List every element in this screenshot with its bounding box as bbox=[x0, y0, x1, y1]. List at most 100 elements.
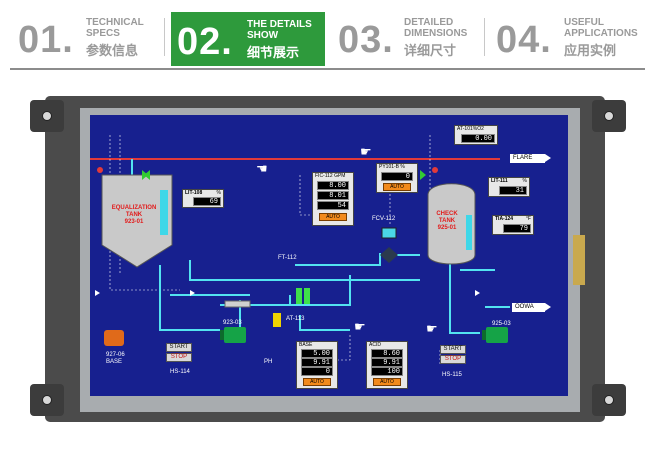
fic112-setpoint: 8.00 bbox=[317, 181, 349, 190]
tank-name-line2: TANK bbox=[438, 218, 456, 224]
hs114-start-button[interactable]: START bbox=[166, 343, 192, 352]
at113-element bbox=[273, 313, 281, 327]
base-panel: BASE 5.00 9.91 0 AUTO bbox=[296, 341, 338, 389]
tab-divider bbox=[164, 18, 165, 56]
acid-setpoint: 8.60 bbox=[371, 349, 403, 358]
fic112-panel: FIC-112 GPM 8.00 8.01 54 AUTO bbox=[312, 172, 354, 226]
process-pipes bbox=[131, 159, 510, 334]
base-auto-button[interactable]: AUTO bbox=[303, 378, 331, 386]
at113-label: AT-113 bbox=[286, 316, 305, 322]
mounting-bracket-bottom-left bbox=[30, 384, 64, 416]
tia124-panel: °F TIA-124 79 bbox=[492, 215, 534, 235]
pump-923-03-motor[interactable] bbox=[220, 327, 246, 343]
tag: LIT-108 bbox=[185, 190, 203, 196]
tag: TIA-124 bbox=[495, 216, 514, 222]
scada-screen: EQUALIZATION TANK 923-01 CHECK TANK 925-… bbox=[90, 115, 568, 396]
base-pump-id: 927-06 bbox=[106, 352, 125, 358]
pump-925-03-label: 925-03 bbox=[492, 321, 511, 327]
tab-number: 01. bbox=[18, 19, 74, 61]
base-pump-motor[interactable] bbox=[104, 330, 124, 346]
base-setpoint: 5.00 bbox=[301, 349, 333, 358]
screw-hole bbox=[604, 395, 614, 405]
hs115-stop-button[interactable]: STOP bbox=[440, 355, 466, 364]
py101b-value: 0 bbox=[381, 172, 413, 181]
hs115-label: HS-115 bbox=[442, 372, 462, 378]
hs114-stop-button[interactable]: STOP bbox=[166, 353, 192, 362]
tab-title-line1: DETAILED bbox=[404, 17, 454, 28]
unit: °F bbox=[525, 216, 531, 222]
screw-hole bbox=[42, 395, 52, 405]
base-output: 0 bbox=[301, 367, 333, 376]
flare-outlet-flag: FLARE bbox=[510, 154, 551, 163]
mounting-bracket-top-left bbox=[30, 100, 64, 132]
hs114-label: HS-114 bbox=[170, 369, 190, 375]
unit: % bbox=[522, 178, 527, 184]
lit111-panel: % LIT-111 31 bbox=[488, 177, 530, 197]
tab-title-line1: THE DETAILS bbox=[247, 19, 312, 30]
tab-title-line2: SHOW bbox=[247, 30, 279, 41]
small-valves bbox=[95, 290, 480, 296]
tab-divider bbox=[484, 18, 485, 56]
oowa-outlet-flag: OOWA bbox=[512, 303, 551, 312]
red-valves bbox=[97, 167, 438, 173]
side-connector bbox=[573, 235, 585, 285]
tab-number: 02. bbox=[177, 21, 233, 63]
tab-title-en: TECHNICAL SPECS bbox=[86, 17, 144, 39]
tab-number: 04. bbox=[496, 19, 552, 61]
ph-label: PH bbox=[264, 359, 273, 365]
tag: LIT-111 bbox=[491, 178, 508, 184]
acid-output: 100 bbox=[371, 367, 403, 376]
tab-title-line1: USEFUL bbox=[564, 17, 604, 28]
tab-details-show[interactable]: 02. THE DETAILS SHOW 细节展示 bbox=[171, 12, 325, 66]
tab-title-en: USEFUL APPLICATIONS bbox=[564, 17, 638, 39]
mounting-bracket-bottom-right bbox=[592, 384, 626, 416]
panel-header: % LIT-111 bbox=[489, 178, 529, 185]
tab-useful-applications[interactable]: 04. USEFUL APPLICATIONS 应用实例 bbox=[496, 10, 646, 66]
tab-title-cn: 参数信息 bbox=[86, 43, 139, 58]
acid-auto-button[interactable]: AUTO bbox=[373, 378, 401, 386]
acid-process-value: 9.91 bbox=[371, 358, 403, 367]
base-process-value: 9.91 bbox=[301, 358, 333, 367]
py101b-auto-button[interactable]: AUTO bbox=[383, 183, 411, 191]
py101b-panel: PY101-B % 0 AUTO bbox=[376, 163, 418, 193]
pipe-diagram bbox=[90, 135, 510, 365]
lit108-value: 69 bbox=[193, 197, 221, 206]
fic112-auto-button[interactable]: AUTO bbox=[319, 213, 347, 221]
panel-header: %LIT-108 bbox=[183, 190, 223, 197]
tia124-value: 79 bbox=[503, 224, 531, 233]
tank-name-line1: CHECK bbox=[436, 211, 458, 217]
equalization-tank-label: EQUALIZATION TANK 923-01 bbox=[104, 205, 164, 226]
hs115-start-button[interactable]: START bbox=[440, 345, 466, 354]
tab-title-cn: 详细尺寸 bbox=[404, 43, 457, 58]
hand-pointer-icon: ☛ bbox=[360, 144, 372, 159]
fic112-process-value: 8.01 bbox=[317, 191, 349, 200]
pump-923-03-label: 923-03 bbox=[223, 320, 242, 326]
tab-title-line1: TECHNICAL bbox=[86, 17, 144, 28]
tank-name-line2: TANK bbox=[125, 212, 143, 218]
tank-name-line1: EQUALIZATION bbox=[111, 205, 157, 211]
panel-header: °F TIA-124 bbox=[493, 216, 533, 223]
tab-technical-specs[interactable]: 01. TECHNICAL SPECS 参数信息 bbox=[18, 10, 158, 66]
tab-title-line2: APPLICATIONS bbox=[564, 28, 638, 39]
check-tank-shape bbox=[427, 183, 476, 265]
screw-hole bbox=[42, 111, 52, 121]
panel-header: ACID bbox=[369, 342, 381, 348]
tab-title-en: DETAILED DIMENSIONS bbox=[404, 17, 467, 39]
pump-925-03-motor[interactable] bbox=[482, 327, 508, 343]
tab-title-en: THE DETAILS SHOW bbox=[247, 19, 312, 41]
hand-pointer-icon: ☛ bbox=[354, 319, 366, 334]
lit111-value: 31 bbox=[499, 186, 527, 195]
base-pump-name: BASE bbox=[106, 359, 123, 365]
panel-header: PY101-B % bbox=[379, 164, 405, 170]
ft112-label: FT-112 bbox=[278, 255, 297, 261]
mounting-bracket-top-right bbox=[592, 100, 626, 132]
tank-id: 925-01 bbox=[437, 225, 457, 231]
at101-panel: AT-101%O2 0.00 bbox=[454, 125, 498, 145]
hand-pointer-icon: ☚ bbox=[256, 161, 268, 176]
at101-value: 0.00 bbox=[461, 134, 495, 143]
panel-header: BASE bbox=[299, 342, 313, 348]
tab-title-cn: 细节展示 bbox=[247, 45, 300, 60]
heater bbox=[224, 300, 251, 308]
tab-detailed-dimensions[interactable]: 03. DETAILED DIMENSIONS 详细尺寸 bbox=[338, 10, 478, 66]
base-pump-label: 927-06 BASE bbox=[106, 352, 125, 366]
